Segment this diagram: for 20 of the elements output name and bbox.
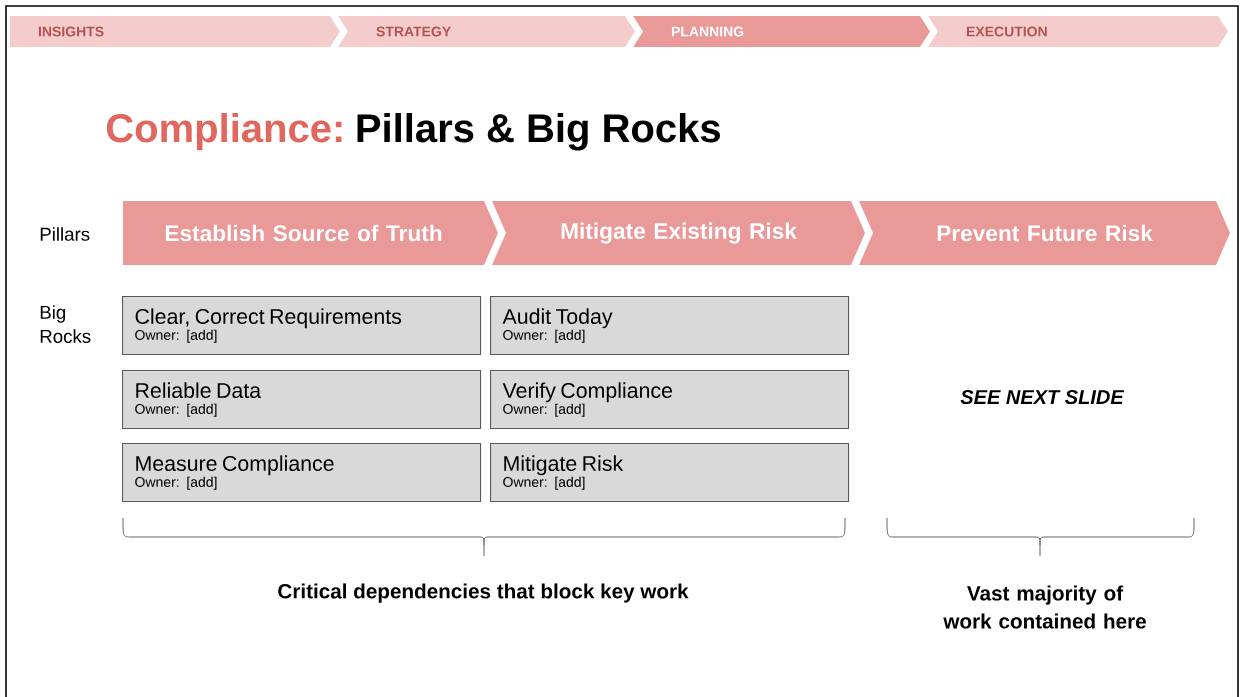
big-rock-box: Audit Today Owner: [add] — [490, 296, 850, 356]
title-text: Pillars & Big Rocks — [357, 113, 720, 151]
phase-tab: STRATEGY — [338, 16, 635, 47]
row-label: Big Rocks — [40, 305, 91, 343]
row-label: Pillars — [40, 227, 90, 241]
big-rock-box: Clear, Correct Requirements Owner: [add] — [122, 296, 482, 356]
caption-text: Critical dependencies that block key work — [278, 583, 689, 603]
note-text: SEE NEXT SLIDE — [960, 389, 1125, 405]
big-rock-box: Measure Compliance Owner: [add] — [122, 443, 482, 503]
pillar-banner: Mitigate Existing Risk — [492, 201, 865, 265]
phase-tab: PLANNING — [633, 16, 930, 47]
pillar-banner: Establish Source of Truth — [123, 201, 498, 265]
title-text: Compliance: — [106, 113, 342, 151]
big-rock-box: Verify Compliance Owner: [add] — [490, 370, 850, 430]
pillar-banner: Prevent Future Risk — [859, 201, 1230, 265]
phase-tab: EXECUTION — [928, 16, 1228, 47]
phase-tab: INSIGHTS — [10, 16, 340, 47]
big-rock-box: Reliable Data Owner: [add] — [122, 370, 482, 430]
caption-text: Vast majority of work contained here — [943, 585, 1146, 629]
big-rock-box: Mitigate Risk Owner: [add] — [490, 443, 850, 503]
